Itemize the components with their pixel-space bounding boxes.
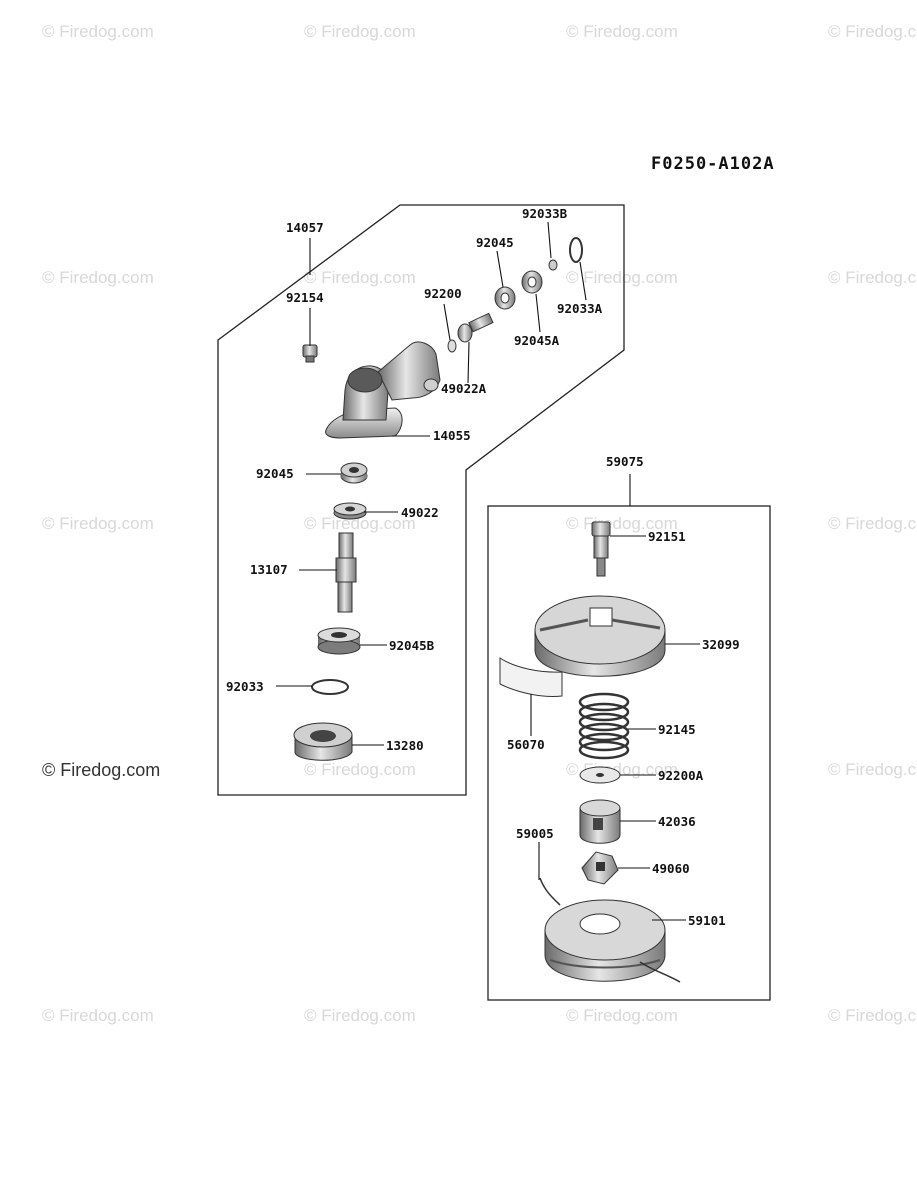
- part-92200-ring: [447, 339, 457, 353]
- watermark: © Firedog.com: [304, 760, 416, 779]
- label-92045-top: 92045: [476, 235, 514, 250]
- watermark-main: © Firedog.com: [42, 760, 161, 780]
- part-92045A-bearing: [521, 270, 543, 294]
- watermark: © Firedog.com: [566, 1006, 678, 1025]
- watermark: © Firedog.com: [566, 268, 678, 287]
- label-14055: 14055: [433, 428, 471, 443]
- label-92145: 92145: [658, 722, 696, 737]
- part-59101-spool: [544, 899, 666, 982]
- part-49060-nut: [581, 851, 619, 885]
- label-13107: 13107: [250, 562, 288, 577]
- watermark: © Firedog.com: [304, 268, 416, 287]
- watermark: © Firedog.com: [828, 760, 917, 779]
- watermark: © Firedog.com: [828, 22, 917, 41]
- gear-case-group-outline: [217, 204, 625, 796]
- part-13280-holder: [293, 722, 353, 761]
- part-59005-line: [539, 877, 681, 983]
- watermark: © Firedog.com: [304, 22, 416, 41]
- watermark: © Firedog.com: [42, 1006, 154, 1025]
- label-92045-mid: 92045: [256, 466, 294, 481]
- part-92045B-bearing: [317, 627, 361, 655]
- label-42036: 42036: [658, 814, 696, 829]
- label-92033: 92033: [226, 679, 264, 694]
- part-92045-bearing-mid: [340, 462, 368, 484]
- watermark: © Firedog.com: [42, 22, 154, 41]
- label-92045B: 92045B: [389, 638, 435, 653]
- part-92145-spring: [578, 692, 630, 760]
- label-49060: 49060: [652, 861, 690, 876]
- part-92045-bearing-top: [494, 286, 516, 310]
- part-56070-label: [499, 657, 563, 697]
- label-92200: 92200: [424, 286, 462, 301]
- label-92045A: 92045A: [514, 333, 560, 348]
- nylon-cutter-group-outline: [487, 505, 771, 1001]
- watermark: © Firedog.com: [42, 268, 154, 287]
- label-32099: 32099: [702, 637, 740, 652]
- watermark: © Firedog.com: [828, 1006, 917, 1025]
- label-92200A: 92200A: [658, 768, 704, 783]
- part-49022A-pinion: [457, 312, 494, 343]
- watermark: © Firedog.com: [42, 514, 154, 533]
- watermark: © Firedog.com: [304, 514, 416, 533]
- part-92033A-circlip: [569, 237, 583, 263]
- label-13280: 13280: [386, 738, 424, 753]
- label-92151: 92151: [648, 529, 686, 544]
- part-13107-shaft: [335, 532, 357, 613]
- leader-lines: [276, 221, 700, 921]
- part-42036-sleeve: [579, 799, 621, 844]
- label-56070: 56070: [507, 737, 545, 752]
- part-92151-bolt: [591, 521, 611, 577]
- part-92200A-washer: [579, 766, 621, 784]
- label-59005: 59005: [516, 826, 554, 841]
- label-14057: 14057: [286, 220, 324, 235]
- label-59101: 59101: [688, 913, 726, 928]
- watermark: © Firedog.com: [304, 1006, 416, 1025]
- diagram-code: F0250-A102A: [651, 154, 775, 174]
- part-92033B-snap: [548, 259, 558, 271]
- watermark: © Firedog.com: [566, 22, 678, 41]
- part-92033-circlip: [311, 679, 349, 695]
- part-14055-gear-case: [325, 341, 441, 439]
- watermark: © Firedog.com: [828, 268, 917, 287]
- label-92033B: 92033B: [522, 206, 568, 221]
- part-32099-cover: [534, 595, 666, 677]
- watermark: © Firedog.com: [828, 514, 917, 533]
- label-59075: 59075: [606, 454, 644, 469]
- label-49022A: 49022A: [441, 381, 487, 396]
- part-49022-gear: [333, 502, 367, 520]
- label-49022: 49022: [401, 505, 439, 520]
- label-92033A: 92033A: [557, 301, 603, 316]
- label-92154: 92154: [286, 290, 324, 305]
- part-92154-bolt: [302, 344, 318, 363]
